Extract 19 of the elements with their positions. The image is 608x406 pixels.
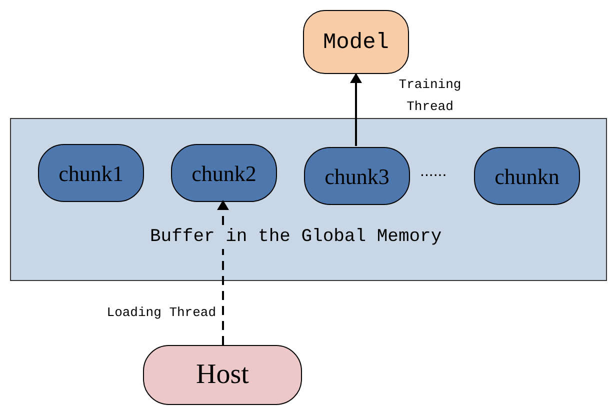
model-box [303,10,409,74]
chunk-box [474,147,580,205]
node-label: chunk1 [58,160,124,188]
buffer-panel [10,118,607,281]
ellipsis-label: ...... [420,162,447,182]
node-label: chunk3 [324,162,390,190]
edge-label: Training Thread [398,76,462,116]
arrow [217,200,229,345]
node-label: Host [196,358,249,392]
edge-label: Loading Thread [106,304,216,322]
host-box [143,345,302,405]
arrow [350,73,362,146]
node-label: Model [322,28,389,56]
node-label: chunkn [494,162,560,190]
panel-title: Buffer in the Global Memory [150,226,442,248]
node-label: chunk2 [192,160,256,188]
chunk-box [38,144,144,202]
chunk-box [171,144,277,202]
chunk-box [304,147,410,205]
